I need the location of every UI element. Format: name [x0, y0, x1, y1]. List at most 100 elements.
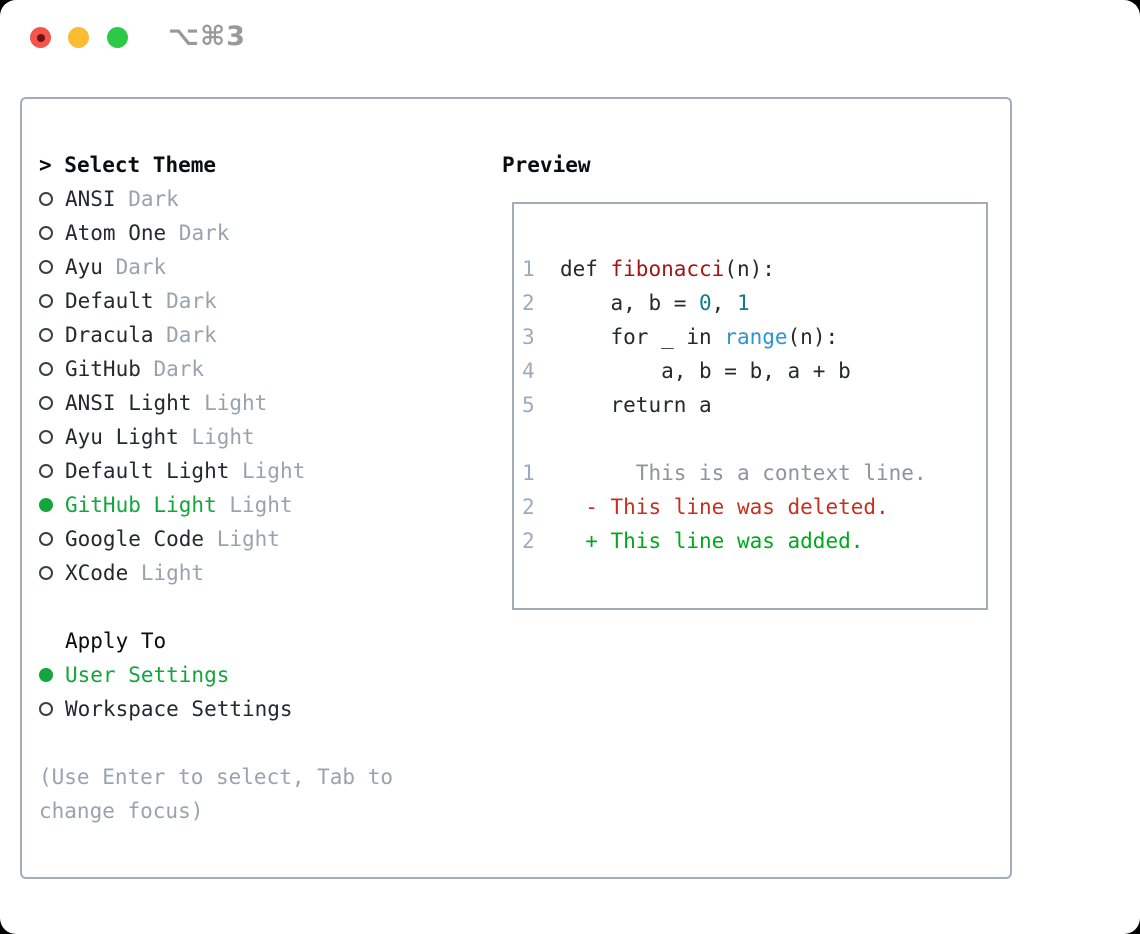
- close-button[interactable]: [30, 27, 51, 48]
- hint-line-2: change focus): [39, 799, 204, 823]
- item-label: Google Code: [65, 527, 205, 551]
- theme-option-ansi[interactable]: ANSI Dark: [39, 182, 393, 216]
- item-label: Workspace Settings: [65, 697, 293, 721]
- item-variant: Light: [191, 391, 268, 415]
- code-line: 2 a, b = 0, 1: [522, 286, 986, 320]
- code-token-code: (n):: [787, 325, 839, 349]
- line-number: 5: [522, 393, 560, 417]
- theme-option-default-light[interactable]: Default Light Light: [39, 454, 393, 488]
- item-variant: Light: [216, 493, 293, 517]
- item-variant: Dark: [140, 357, 205, 381]
- radio-selected-icon: [39, 668, 65, 682]
- item-label: XCode: [65, 561, 129, 585]
- code-blank-line: [522, 422, 986, 456]
- item-variant: Dark: [115, 187, 179, 211]
- item-variant: Dark: [153, 289, 217, 313]
- theme-option-atom-one[interactable]: Atom One Dark: [39, 216, 393, 250]
- radio-unselected-icon: [39, 294, 65, 308]
- line-number: 4: [522, 359, 560, 383]
- minimize-button[interactable]: [68, 27, 89, 48]
- item-variant: Dark: [102, 255, 167, 279]
- radio-unselected-icon: [39, 226, 65, 240]
- code-token-add: + This line was added.: [559, 529, 864, 553]
- select-theme-prefix: >: [39, 153, 65, 177]
- apply-to-header: Apply To: [65, 629, 167, 653]
- apply-option-workspace-settings[interactable]: Workspace Settings: [39, 692, 393, 726]
- radio-unselected-icon: [39, 396, 65, 410]
- item-label: Ayu: [65, 255, 103, 279]
- code-token-code: def: [559, 257, 611, 281]
- theme-option-ansi-light[interactable]: ANSI Light Light: [39, 386, 393, 420]
- code-token-del: - This line was deleted.: [559, 495, 889, 519]
- radio-unselected-icon: [39, 362, 65, 376]
- code-line: 2 - This line was deleted.: [522, 490, 986, 524]
- zoom-button[interactable]: [107, 27, 128, 48]
- line-number: [522, 427, 560, 451]
- code-token-code: (n):: [724, 257, 775, 281]
- theme-option-dracula[interactable]: Dracula Dark: [39, 318, 393, 352]
- theme-option-google-code[interactable]: Google Code Light: [39, 522, 393, 556]
- radio-unselected-icon: [39, 566, 65, 580]
- code-token-num: 1: [736, 291, 750, 315]
- radio-unselected-icon: [39, 464, 65, 478]
- code-token-func: fibonacci: [610, 257, 725, 281]
- item-variant: Dark: [153, 323, 217, 347]
- code-line: 4 a, b = b, a + b: [522, 354, 986, 388]
- item-label: Default: [65, 289, 154, 313]
- theme-option-ayu[interactable]: Ayu Dark: [39, 250, 393, 284]
- line-number: 2: [522, 291, 560, 315]
- code-token-num: 0: [699, 291, 712, 315]
- code-token-code: for _ in: [559, 325, 725, 349]
- select-theme-header: > Select Theme: [39, 148, 393, 182]
- code-token-code: a, b =: [559, 291, 700, 315]
- code-line: 2 + This line was added.: [522, 524, 986, 558]
- code-token-code: a, b = b, a + b: [559, 359, 851, 383]
- spacer: [39, 726, 393, 760]
- preview-title: Preview: [502, 153, 591, 177]
- theme-option-github-light[interactable]: GitHub Light Light: [39, 488, 393, 522]
- item-label: User Settings: [65, 663, 230, 687]
- line-number: 2: [522, 529, 560, 553]
- code-token-ctx: This is a context line.: [559, 461, 927, 485]
- item-label: Dracula: [65, 323, 154, 347]
- apply-option-user-settings[interactable]: User Settings: [39, 658, 393, 692]
- code-line: 3 for _ in range(n):: [522, 320, 986, 354]
- item-label: GitHub: [65, 357, 141, 381]
- code-token-code: return a: [559, 393, 712, 417]
- radio-unselected-icon: [39, 430, 65, 444]
- theme-option-xcode[interactable]: XCode Light: [39, 556, 393, 590]
- item-label: Default Light: [65, 459, 230, 483]
- radio-unselected-icon: [39, 328, 65, 342]
- line-number: 2: [522, 495, 560, 519]
- item-variant: Light: [229, 459, 306, 483]
- line-number: 1: [522, 461, 560, 485]
- item-label: ANSI: [65, 187, 116, 211]
- theme-option-ayu-light[interactable]: Ayu Light Light: [39, 420, 393, 454]
- radio-unselected-icon: [39, 702, 65, 716]
- code-line: 1 def fibonacci(n):: [522, 252, 986, 286]
- item-variant: Dark: [166, 221, 230, 245]
- item-label: ANSI Light: [65, 391, 192, 415]
- select-theme-title: Select Theme: [64, 153, 217, 177]
- theme-option-default[interactable]: Default Dark: [39, 284, 393, 318]
- line-number: 3: [522, 325, 560, 349]
- item-variant: Light: [204, 527, 280, 551]
- code-token-code: ,: [711, 291, 737, 315]
- radio-selected-icon: [39, 498, 65, 512]
- radio-unselected-icon: [39, 260, 65, 274]
- radio-unselected-icon: [39, 532, 65, 546]
- item-variant: Light: [128, 561, 205, 585]
- code-token-builtin: range: [724, 325, 788, 349]
- radio-unselected-icon: [39, 192, 65, 206]
- spacer: [39, 590, 393, 624]
- theme-option-github[interactable]: GitHub Dark: [39, 352, 393, 386]
- item-label: GitHub Light: [65, 493, 217, 517]
- item-label: Ayu Light: [65, 425, 179, 449]
